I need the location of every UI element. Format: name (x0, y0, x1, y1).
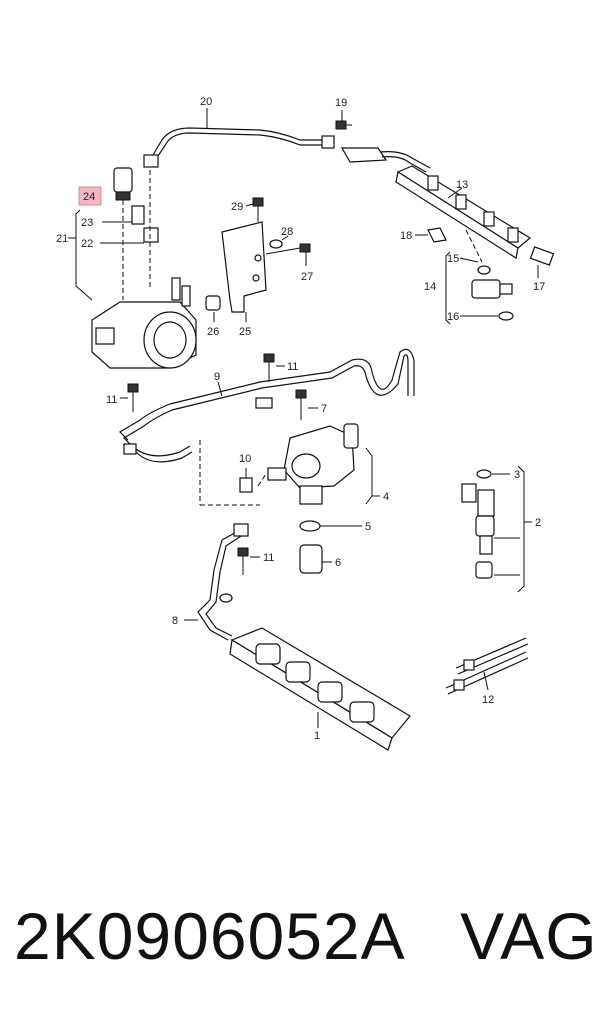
clip-18 (415, 227, 447, 243)
callout-11c: 11 (263, 552, 274, 564)
callout-18: 18 (400, 230, 412, 242)
callout-4: 4 (383, 491, 389, 503)
callout-20: 20 (200, 96, 212, 108)
callout-1: 1 (314, 730, 320, 742)
tappet-6 (299, 544, 332, 574)
exploded-parts-diagram: 20 19 13 24 29 23 28 18 21 22 15 27 14 1… (56, 96, 555, 751)
fitting-10 (239, 468, 267, 493)
callout-25: 25 (239, 326, 251, 338)
part-number-caption: 2K0906052A VAG (14, 898, 598, 974)
brand-name: VAG (460, 899, 598, 973)
hose-9 (119, 348, 415, 506)
callout-16: 16 (447, 311, 459, 323)
bolt-11a (263, 353, 285, 382)
bracket-25 (221, 221, 267, 322)
fuel-lines-12 (445, 637, 529, 695)
callout-11a: 11 (287, 361, 298, 373)
valve-22 (100, 170, 159, 290)
callout-12: 12 (482, 694, 494, 706)
part-number: 2K0906052A (14, 899, 403, 973)
spacer-26 (205, 295, 221, 322)
pump-4 (267, 389, 380, 505)
callout-23: 23 (81, 217, 93, 229)
callout-22: 22 (81, 238, 93, 250)
callout-13: 13 (456, 179, 468, 191)
callout-8: 8 (172, 615, 178, 627)
pump-body-21 (68, 209, 197, 369)
callout-11b: 11 (106, 394, 117, 406)
callout-2: 2 (535, 517, 541, 529)
callout-24: 24 (83, 191, 95, 203)
callout-3: 3 (514, 469, 520, 481)
callout-10: 10 (239, 453, 251, 465)
bolt-27 (265, 243, 311, 266)
callout-9: 9 (214, 371, 220, 383)
callout-29: 29 (231, 201, 243, 213)
callout-6: 6 (335, 557, 341, 569)
callout-24-highlight (78, 186, 102, 206)
valve-23 (102, 205, 145, 225)
pressure-sensor-24 (113, 167, 133, 300)
callout-7: 7 (321, 403, 327, 415)
callout-26: 26 (207, 326, 219, 338)
callout-28: 28 (281, 226, 293, 238)
injector-2 (461, 465, 532, 593)
injector-group-14 (445, 229, 514, 325)
bolt-11c (237, 547, 260, 575)
fuel-rail-1 (229, 627, 411, 751)
callout-27: 27 (301, 271, 313, 283)
fuel-rail-13 (340, 147, 532, 259)
fuel-line-8 (184, 523, 249, 641)
bolt-29 (245, 197, 264, 222)
washer-28 (269, 235, 289, 249)
callout-21: 21 (56, 233, 68, 245)
callout-15: 15 (447, 253, 459, 265)
sensor-17 (529, 246, 555, 278)
bolt-19 (335, 110, 352, 130)
callout-5: 5 (365, 521, 371, 533)
fuel-line-20 (143, 108, 335, 168)
callout-17: 17 (533, 281, 545, 293)
callout-19: 19 (335, 97, 347, 109)
bolt-11b (120, 383, 139, 412)
callout-14: 14 (424, 281, 436, 293)
washer-5 (299, 520, 362, 532)
